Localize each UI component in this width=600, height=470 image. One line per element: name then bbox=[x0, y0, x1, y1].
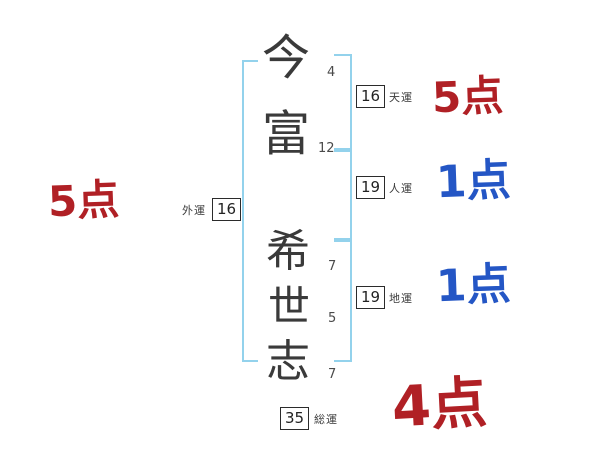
outer-fortune-value-box: 16 bbox=[212, 198, 241, 221]
bracket-earth-fortune bbox=[334, 240, 352, 362]
stroke-count-5: 7 bbox=[328, 367, 337, 382]
name-char-1: 今 bbox=[262, 30, 311, 86]
outer-fortune-score: 5点 bbox=[47, 174, 121, 227]
person-fortune-value-box: 19 bbox=[356, 176, 385, 199]
heaven-fortune-value-box: 16 bbox=[356, 85, 385, 108]
earth-fortune-value-box: 19 bbox=[356, 286, 385, 309]
stroke-count-4: 5 bbox=[328, 311, 337, 326]
outer-fortune-label: 外運 bbox=[182, 204, 206, 217]
name-char-2: 富 bbox=[262, 106, 311, 162]
stroke-count-2: 12 bbox=[318, 141, 335, 156]
earth-fortune-label: 地運 bbox=[389, 292, 413, 305]
name-char-5: 志 bbox=[266, 336, 310, 387]
total-fortune-score: 4点 bbox=[390, 370, 489, 441]
bracket-outer-fortune bbox=[242, 60, 258, 362]
name-char-3: 希 bbox=[266, 226, 310, 277]
bracket-heaven-fortune bbox=[334, 54, 352, 150]
heaven-fortune-score: 5点 bbox=[431, 70, 505, 123]
total-fortune-label: 総運 bbox=[314, 413, 338, 426]
name-char-4: 世 bbox=[268, 282, 311, 331]
stroke-count-3: 7 bbox=[328, 259, 337, 274]
earth-fortune-score: 1点 bbox=[435, 258, 512, 313]
person-fortune-score: 1点 bbox=[435, 154, 512, 209]
bracket-person-fortune bbox=[334, 150, 352, 240]
person-fortune-label: 人運 bbox=[389, 182, 413, 195]
total-fortune-value-box: 35 bbox=[280, 407, 309, 430]
heaven-fortune-label: 天運 bbox=[389, 91, 413, 104]
stroke-count-1: 4 bbox=[327, 65, 336, 80]
